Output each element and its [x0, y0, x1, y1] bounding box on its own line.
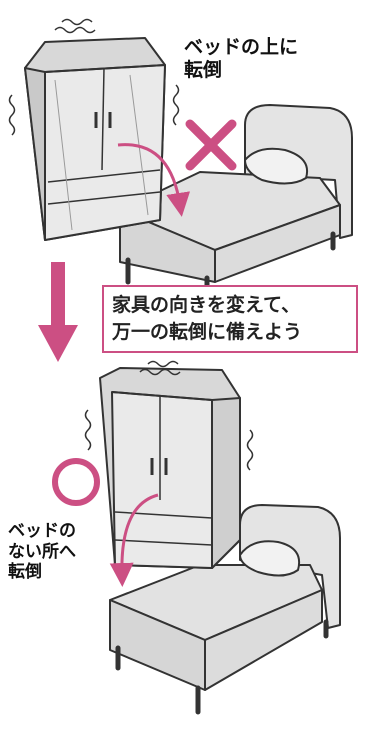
shake-lines-top — [8, 18, 180, 136]
caption-bottom: ベッドの ない所へ 転倒 — [8, 521, 76, 583]
fall-arrow-top — [117, 143, 191, 217]
caption-top: ベッドの上に 転倒 — [184, 36, 298, 82]
down-arrow-icon — [38, 262, 78, 362]
caption-top-line: 転倒 — [184, 59, 223, 82]
wardrobe-top — [24, 37, 166, 241]
banner-line: 家具の向きを変えて、 — [112, 294, 301, 316]
bed-bottom — [109, 504, 341, 715]
cross-icon — [185, 119, 237, 171]
caption-bottom-line: 転倒 — [8, 562, 42, 583]
caption-bottom-line: ベッドの — [8, 521, 76, 541]
caption-bottom-line: ない所へ — [8, 541, 76, 562]
fall-arrow-bottom — [109, 493, 159, 587]
wardrobe-bottom — [99, 367, 241, 569]
caption-top-line: ベッドの上に — [184, 36, 299, 58]
circle-icon — [52, 458, 100, 506]
shake-lines-bottom — [84, 360, 254, 471]
advice-banner: 家具の向きを変えて、 万一の転倒に備えよう — [102, 285, 358, 353]
banner-line: 万一の転倒に備えよう — [112, 320, 303, 343]
